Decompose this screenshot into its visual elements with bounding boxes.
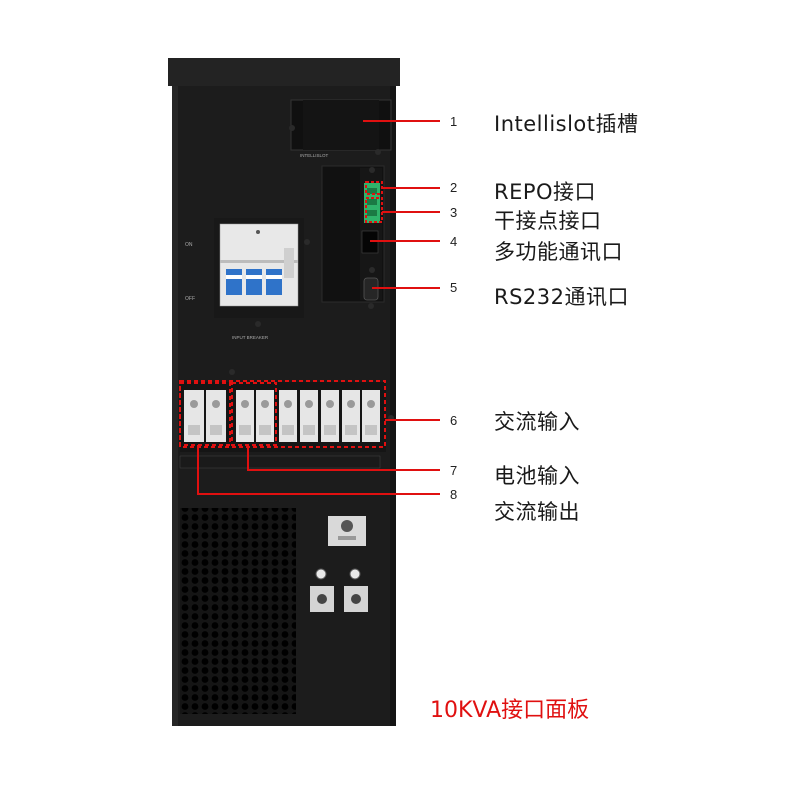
callout-number-7: 7 [450,463,457,478]
callout-number-3: 3 [450,205,457,220]
callout-label-5: RS232通讯口 [494,281,629,311]
intellislot-label: INTELLISLOT [300,153,329,158]
ventilation-grille [180,508,296,714]
callout-number-2: 2 [450,180,457,195]
callout-label-7: 电池输入 [494,460,580,490]
callout-number-5: 5 [450,280,457,295]
callout-number-6: 6 [450,413,457,428]
intellislot-slot: INTELLISLOT [289,100,391,158]
breaker-handle-2 [246,269,262,295]
callout-number-4: 4 [450,234,457,249]
breaker-handle-1 [226,269,242,295]
callout-label-2: REPO接口 [494,176,596,206]
off-label: OFF [185,296,195,302]
on-label: ON [185,242,193,248]
callout-label-1: Intellislot插槽 [494,108,639,138]
callout-number-8: 8 [450,487,457,502]
callout-label-6: 交流输入 [494,406,580,436]
callout-label-3: 干接点接口 [494,205,602,235]
panel-caption: 10KVA接口面板 [430,692,589,724]
callout-label-8: 交流输出 [494,496,580,526]
callout-label-4: 多功能通讯口 [494,236,623,266]
callout-number-1: 1 [450,114,457,129]
breaker-label: INPUT BREAKER [232,335,269,340]
breaker-handle-3 [266,269,282,295]
